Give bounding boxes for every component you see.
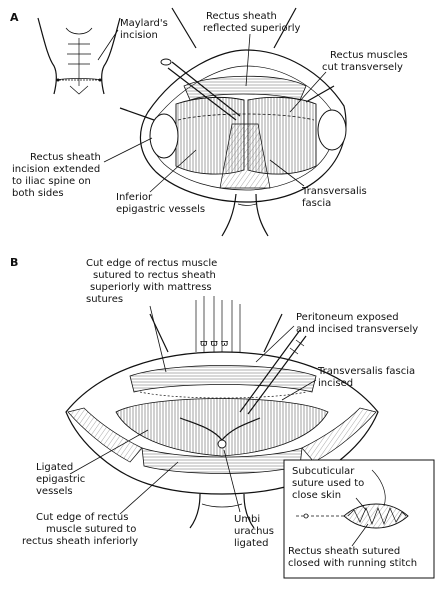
label-peritoneum-2: and incised transversely (296, 324, 418, 335)
label-cut-edge-superior-2: sutured to rectus sheath (93, 270, 216, 281)
label-cut-edge-inferior-2: muscle sutured to (46, 524, 136, 535)
label-muscles-cut-1: Rectus muscles (330, 50, 408, 61)
label-transversalis-2: fascia (302, 198, 331, 209)
label-sheath-incision-4: both sides (12, 188, 64, 199)
label-subcuticular-1: Subcuticular (292, 466, 355, 477)
label-cut-edge-superior-3: superiorly with mattress (90, 282, 212, 293)
label-transversalis-1: Transversalis (301, 186, 367, 197)
label-ligated-vessels-2: epigastric (36, 474, 85, 485)
label-cut-edge-inferior-1: Cut edge of rectus (36, 512, 128, 523)
label-umbi-1: Umbi (234, 514, 260, 525)
drawing-a (119, 7, 347, 237)
label-subcuticular-2: suture used to (292, 478, 364, 489)
panel-b-letter: B (10, 256, 18, 269)
label-maylard-2: incision (120, 30, 158, 41)
label-sheath-reflected-2: reflected superiorly (203, 23, 301, 34)
label-umbi-3: ligated (234, 538, 268, 549)
label-inferior-vessels-1: Inferior (116, 192, 153, 203)
labels-a: Maylard's incision Rectus sheath reflect… (12, 11, 408, 215)
label-cut-edge-inferior-3: rectus sheath inferiorly (22, 536, 138, 547)
label-sheath-incision-2: incision extended (12, 164, 100, 175)
label-transversalis-incised-1: Transversalis fascia (317, 366, 415, 377)
label-umbi-2: urachus (234, 526, 274, 537)
label-sheath-incision-1: Rectus sheath (30, 152, 101, 163)
label-peritoneum-1: Peritoneum exposed (296, 312, 399, 323)
label-sheath-reflected-1: Rectus sheath (206, 11, 277, 22)
label-transversalis-incised-2: incised (318, 378, 353, 389)
panel-b: B ϖ ϖ ϖ (10, 256, 435, 579)
label-sheath-sutured-1: Rectus sheath sutured (288, 546, 400, 557)
label-ligated-vessels-1: Ligated (36, 462, 73, 473)
panel-a: A (10, 7, 408, 237)
inset-closure: Subcuticular suture used to close skin R… (283, 459, 435, 579)
label-inferior-vessels-2: epigastric vessels (116, 204, 205, 215)
label-subcuticular-3: close skin (292, 490, 341, 501)
label-sheath-sutured-2: closed with running stitch (288, 558, 417, 569)
labels-b: Cut edge of rectus muscle sutured to rec… (22, 258, 418, 549)
label-cut-edge-superior-1: Cut edge of rectus muscle (86, 258, 217, 269)
label-cut-edge-superior-4: sutures (86, 294, 123, 305)
label-ligated-vessels-3: vessels (36, 486, 73, 497)
drawing-b: ϖ ϖ ϖ (65, 296, 379, 529)
label-maylard-1: Maylard's (120, 18, 168, 29)
panel-a-letter: A (10, 11, 19, 24)
torso-inset (37, 17, 121, 95)
label-sheath-incision-3: to iliac spine on (12, 176, 91, 187)
svg-text:ϖ ϖ ϖ: ϖ ϖ ϖ (200, 339, 229, 349)
label-muscles-cut-2: cut transversely (322, 62, 403, 73)
